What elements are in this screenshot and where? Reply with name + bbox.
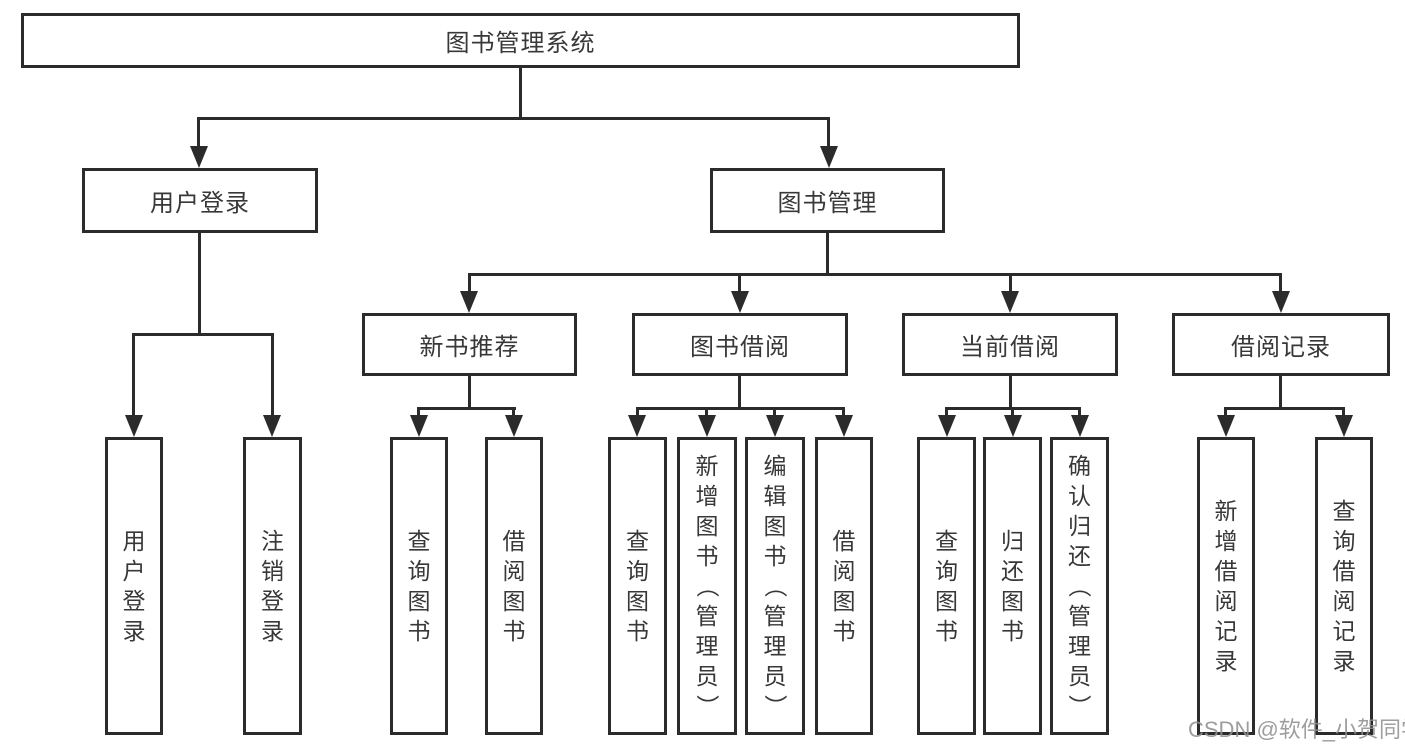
connector-shaft	[1224, 407, 1227, 419]
arrowhead-down-icon	[263, 415, 281, 437]
node-label: 借阅记录	[1231, 334, 1331, 361]
arrowhead-down-icon	[766, 415, 784, 437]
connector-record-rail	[1224, 407, 1345, 410]
leaf-query-books-borrow: 查询图书	[608, 437, 667, 735]
connector-userlogin-stem	[198, 233, 201, 336]
node-label: 图书借阅	[690, 334, 790, 361]
node-book-management: 图书管理	[710, 168, 945, 233]
connector-shaft	[1279, 273, 1282, 295]
connector-shaft	[197, 117, 200, 149]
arrowhead-down-icon	[410, 415, 428, 437]
arrowhead-down-icon	[460, 291, 478, 313]
node-label: 新书推荐	[419, 334, 520, 361]
leaf-user-login: 用户登录	[105, 437, 163, 735]
connector-shaft	[132, 333, 135, 418]
node-label: 图书管理	[777, 190, 878, 217]
connector-shaft	[1342, 407, 1345, 419]
node-user-login: 用户登录	[82, 168, 318, 233]
connector-shaft	[468, 273, 471, 295]
node-label: 图书管理系统	[445, 30, 596, 57]
connector-current-stem	[1009, 376, 1012, 410]
node-borrow-record: 借阅记录	[1172, 313, 1390, 376]
connector-shaft	[773, 407, 776, 419]
connector-shaft	[512, 407, 515, 419]
leaf-logout: 注销登录	[243, 437, 302, 735]
node-label: 当前借阅	[960, 334, 1060, 361]
leaf-edit-books-admin: 编辑图书（管理员）	[745, 437, 805, 735]
node-new-book-recommend: 新书推荐	[362, 313, 577, 376]
connector-shaft	[1009, 273, 1012, 295]
connector-borrow-rail	[636, 407, 844, 410]
connector-shaft	[842, 407, 845, 419]
connector-shaft	[1078, 407, 1081, 419]
connector-record-stem	[1279, 376, 1282, 410]
arrowhead-down-icon	[1217, 415, 1235, 437]
leaf-query-books-current: 查询图书	[917, 437, 976, 735]
leaf-query-books-recommend: 查询图书	[390, 437, 448, 735]
arrowhead-down-icon	[835, 415, 853, 437]
leaf-return-books: 归还图书	[983, 437, 1042, 735]
watermark: CSDN @软件_小贺同学	[1188, 717, 1405, 742]
arrowhead-down-icon	[1001, 291, 1019, 313]
connector-shaft	[636, 407, 639, 419]
node-root-library-system: 图书管理系统	[21, 13, 1020, 68]
connector-shaft	[705, 407, 708, 419]
connector-shaft	[1011, 407, 1014, 419]
connector-bookmgmt-stem	[826, 233, 829, 276]
connector-shaft	[945, 407, 948, 419]
leaf-borrow-books: 借阅图书	[815, 437, 873, 735]
arrowhead-down-icon	[820, 146, 838, 168]
arrowhead-down-icon	[1272, 291, 1290, 313]
connector-bookmgmt-rail	[468, 273, 1282, 276]
node-book-borrow: 图书借阅	[632, 313, 848, 376]
connector-shaft	[827, 117, 830, 149]
connector-userlogin-rail	[132, 333, 274, 336]
leaf-add-books-admin: 新增图书（管理员）	[677, 437, 737, 735]
leaf-query-borrow-record: 查询借阅记录	[1315, 437, 1373, 735]
leaf-add-borrow-record: 新增借阅记录	[1197, 437, 1255, 735]
arrowhead-down-icon	[125, 415, 143, 437]
arrowhead-down-icon	[190, 146, 208, 168]
arrowhead-down-icon	[731, 291, 749, 313]
connector-root-rail	[197, 117, 830, 120]
arrowhead-down-icon	[1071, 415, 1089, 437]
arrowhead-down-icon	[698, 415, 716, 437]
leaf-confirm-return-admin: 确认归还（管理员）	[1050, 437, 1109, 735]
connector-root-stem	[519, 65, 522, 120]
arrowhead-down-icon	[628, 415, 646, 437]
arrowhead-down-icon	[1335, 415, 1353, 437]
connector-recommend-stem	[468, 376, 471, 410]
node-label: 用户登录	[150, 190, 250, 217]
arrowhead-down-icon	[938, 415, 956, 437]
connector-shaft	[271, 333, 274, 418]
node-current-borrow: 当前借阅	[902, 313, 1118, 376]
connector-shaft	[417, 407, 420, 419]
connector-shaft	[738, 273, 741, 295]
arrowhead-down-icon	[505, 415, 523, 437]
connector-recommend-rail	[417, 407, 516, 410]
leaf-borrow-books-recommend: 借阅图书	[485, 437, 543, 735]
connector-borrow-stem	[738, 376, 741, 410]
arrowhead-down-icon	[1004, 415, 1022, 437]
